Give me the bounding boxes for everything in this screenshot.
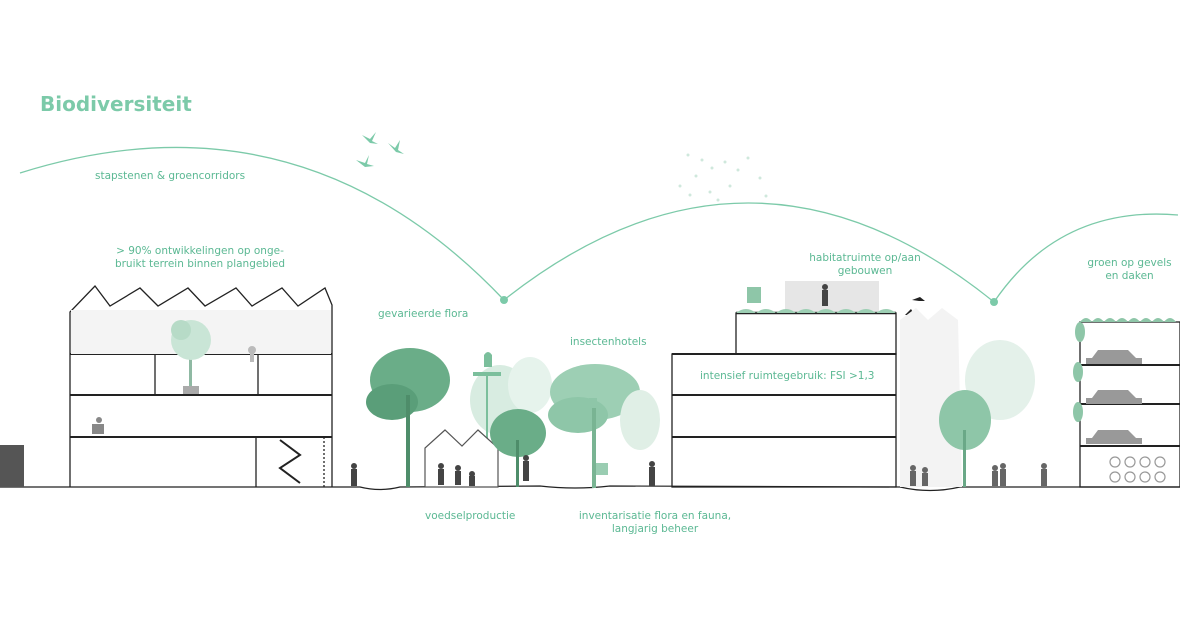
- fruit-tree-icon: [490, 409, 546, 487]
- bird-icon: [356, 155, 374, 167]
- bird-icon: [388, 140, 404, 154]
- label-green-facades: groen op gevels en daken: [1087, 257, 1172, 282]
- indoor-tree-icon: [171, 320, 211, 394]
- birdhouse-icon: [747, 287, 761, 303]
- label-flora: gevarieerde flora: [378, 308, 469, 320]
- person-icon: [92, 417, 104, 434]
- stepping-stone-node: [990, 298, 998, 306]
- green-facade: [1080, 318, 1176, 322]
- label-habitat: habitatruimte op/aan gebouwen: [809, 252, 921, 277]
- label-intensive-use: intensief ruimtegebruik: FSI >1,3: [700, 370, 875, 382]
- green-roof: [736, 309, 896, 313]
- label-inventory: inventarisatie flora en fauna, langjarig…: [578, 510, 732, 535]
- bird-flock-icon: [678, 153, 768, 202]
- bicycle-icon: [1109, 456, 1166, 483]
- corridor-arc-1: [19, 146, 505, 301]
- bird-icon: [912, 297, 925, 301]
- ground-line: [0, 485, 1180, 492]
- bird-icons: [356, 132, 404, 167]
- street-tree-icon: [939, 340, 1035, 487]
- page-title: Biodiversiteit: [40, 92, 192, 116]
- insect-hotel-icon: [589, 398, 608, 475]
- label-unused-land: > 90% ontwikkelingen op onge- bruikt ter…: [114, 245, 286, 270]
- ecological-corridor-arcs: [19, 146, 1179, 303]
- people-gardening-icon: [351, 455, 529, 486]
- label-corridors: stapstenen & groencorridors: [95, 170, 246, 182]
- container-box: [0, 445, 24, 487]
- people-walking-icon: [910, 463, 1047, 486]
- stepping-stone-node: [500, 296, 508, 304]
- car-icon: [1086, 350, 1142, 444]
- facade-plants: [1073, 322, 1085, 422]
- person-icon: [822, 284, 828, 306]
- plant-icon: [248, 346, 256, 362]
- label-insect-hotels: insectenhotels: [570, 336, 647, 348]
- corridor-arc-3: [993, 213, 1179, 303]
- roof-annex: [785, 281, 879, 311]
- person-icon: [649, 461, 655, 486]
- tree-cluster-middle: [548, 364, 660, 488]
- residential-building: [671, 311, 897, 488]
- bird-icon: [362, 132, 378, 144]
- corridor-arc-2: [503, 202, 995, 303]
- greenhouse-building: [424, 429, 499, 488]
- label-food-production: voedselproductie: [425, 510, 516, 522]
- background-building: [900, 308, 962, 487]
